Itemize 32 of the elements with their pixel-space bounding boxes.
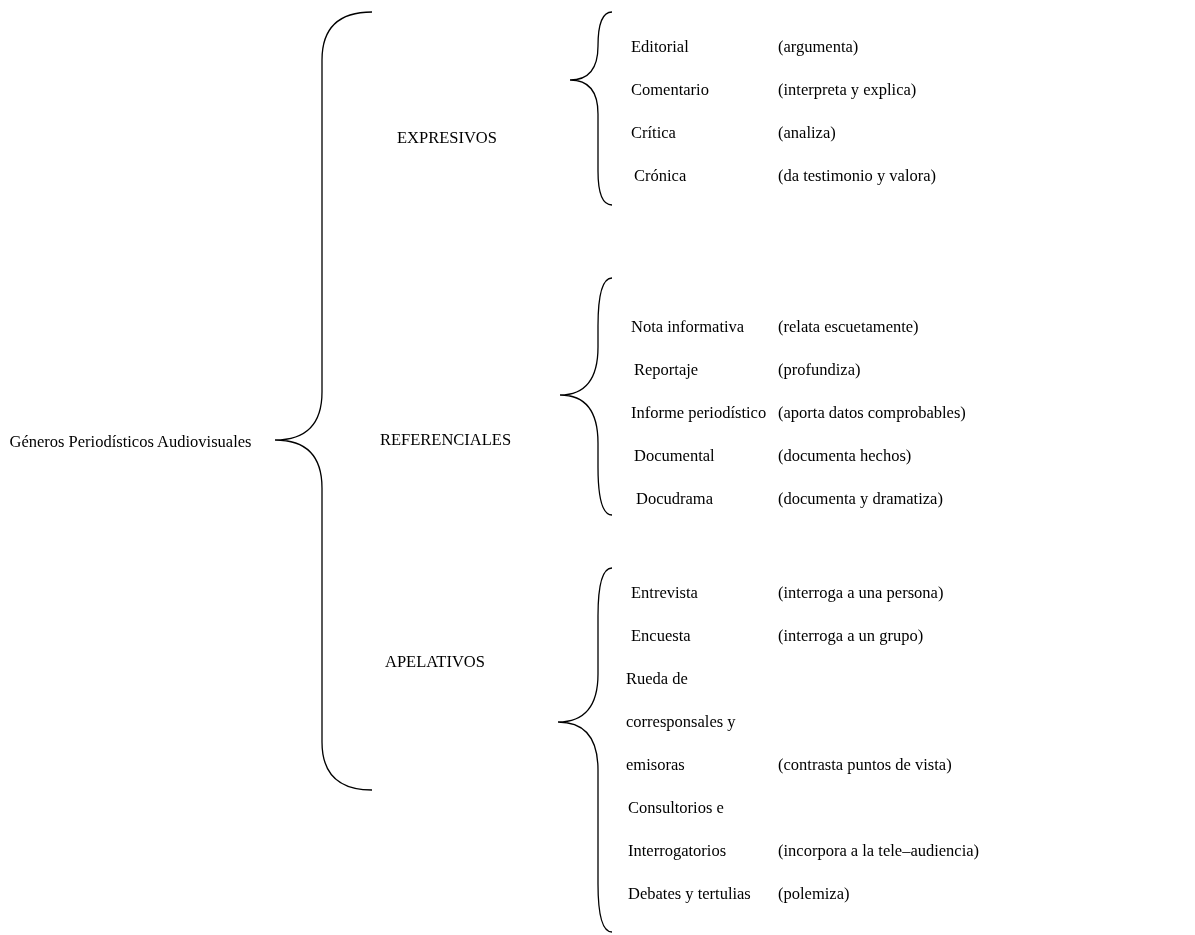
genre-label: Informe periodístico	[631, 402, 767, 424]
genre-label: Editorial	[631, 36, 689, 58]
category-label: APELATIVOS	[385, 651, 485, 673]
description-label: (da testimonio y valora)	[778, 165, 937, 187]
description-label: (interroga a un grupo)	[778, 625, 924, 647]
genre-label: Crítica	[631, 122, 676, 144]
description-label: (profundiza)	[778, 359, 861, 381]
genre-label: Encuesta	[631, 625, 691, 647]
description-label: (analiza)	[778, 122, 836, 144]
genre-label: Rueda de corresponsales y emisoras	[626, 668, 737, 776]
genre-label: Comentario	[631, 79, 709, 101]
description-label: (relata escuetamente)	[778, 316, 919, 338]
genre-label: Reportaje	[634, 359, 699, 381]
genre-label: Documental	[634, 445, 715, 467]
description-label: (interpreta y explica)	[778, 79, 917, 101]
description-label: (documenta y dramatiza)	[778, 488, 943, 510]
description-label: (incorpora a la tele–audiencia)	[778, 840, 980, 862]
description-label: (aporta datos comprobables)	[778, 402, 966, 424]
category-label: EXPRESIVOS	[397, 127, 497, 149]
category-label: REFERENCIALES	[380, 429, 512, 451]
genre-label: Docudrama	[636, 488, 713, 510]
genre-label: Consultorios e Interrogatorios	[628, 797, 728, 862]
description-label: (documenta hechos)	[778, 445, 912, 467]
description-label: (polemiza)	[778, 883, 850, 905]
description-label: (interroga a una persona)	[778, 582, 944, 604]
description-label: (argumenta)	[778, 36, 859, 58]
root-label: Géneros Periodísticos Audiovisuales	[8, 431, 253, 453]
genre-label: Nota informativa	[631, 316, 745, 338]
genre-label: Entrevista	[631, 582, 698, 604]
genre-label: Crónica	[634, 165, 687, 187]
genre-label: Debates y tertulias	[628, 883, 751, 905]
description-label: (contrasta puntos de vista)	[778, 754, 952, 776]
